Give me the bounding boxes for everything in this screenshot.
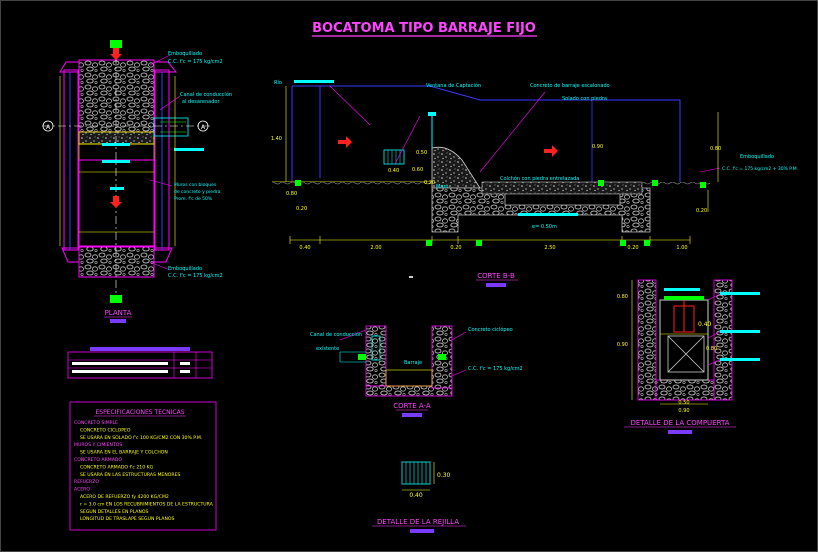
section-marker-label: A xyxy=(46,124,51,131)
bottom-dim-5: 1.00 xyxy=(676,245,687,251)
grid-icon xyxy=(401,461,431,485)
dim-020: 0.20 xyxy=(424,180,435,186)
label-concreto-aa: Concreto ciclópeo xyxy=(468,326,513,333)
label-cc: C.C. f'c = 175 kg/cm2 + 30% P.M. xyxy=(722,166,798,172)
bottom-dim-3: 2.50 xyxy=(544,245,555,251)
label-cc-top: C.C. f'c = 175 kg/cm2 xyxy=(168,59,223,65)
flow-arrow-icon xyxy=(338,136,352,148)
foundation-body xyxy=(431,187,651,233)
spec-line: CONCRETO ARMADO f'c 210 KG xyxy=(80,464,154,470)
drawing-title: BOCATOMA TIPO BARRAJE FIJO xyxy=(312,21,536,36)
corte-aa-title: CORTE A-A xyxy=(393,402,431,410)
label-emboquillado-top: Emboquillado xyxy=(168,51,202,57)
spec-line: SE USARA EN LAS ESTRUCTURAS MENORES xyxy=(80,472,180,478)
corte-bb-title: CORTE B-B xyxy=(477,272,515,280)
label-colchon: Colchón con piedra entrelazada xyxy=(500,175,579,182)
flow-arrow-icon xyxy=(110,196,122,208)
compuerta-title: DETALLE DE LA COMPUERTA xyxy=(631,419,730,427)
compuerta-view: 0.80 0.90 0.40 0.80 0.50 0.90 DETALLE DE… xyxy=(617,279,760,434)
label-cc-aa: C.C. f'c = 175 kg/cm2 xyxy=(468,366,523,372)
spec-line: CONCRETO ARMADO xyxy=(74,457,122,463)
specs-title: ESPECIFICACIONES TECNICAS xyxy=(95,409,184,416)
flow-arrow-icon xyxy=(544,145,558,157)
dim-080: 0.80 xyxy=(286,191,297,197)
spec-line: LONGITUD DE TRASLAPE SEGUN PLANOS xyxy=(80,516,175,522)
section-marker-icon xyxy=(197,120,209,132)
spec-line: CONCRETO SIMPLE xyxy=(74,420,118,426)
rejilla-box xyxy=(383,149,405,165)
spec-line: MUROS Y CIMIENTOS xyxy=(74,442,122,448)
dim-090: 0.90 xyxy=(592,144,603,150)
canal-conduccion xyxy=(153,117,189,137)
dim-030r: 0.30 xyxy=(437,472,451,479)
spec-line: SEGUN DETALLES EN PLANOS xyxy=(80,509,148,515)
label-solado: Solado con piedra xyxy=(562,96,607,102)
dim-040: 0.40 xyxy=(388,168,399,174)
section-marker-icon xyxy=(110,40,122,48)
corte-aa-view: Canal de conducción existente Concreto c… xyxy=(310,325,523,417)
label-muros-sub2: Prom. f'c de 50% xyxy=(174,196,213,202)
corte-bb-view: Río Ventana de Captación Concreto de bar… xyxy=(271,79,798,287)
bottom-dim-2: 0.20 xyxy=(450,245,461,251)
spec-line: ACERO xyxy=(74,487,90,493)
dim-140: 1.40 xyxy=(271,136,282,142)
emboquillado-upper xyxy=(78,59,155,133)
bottom-dim-0: 0.40 xyxy=(299,245,310,251)
label-emboquillado-bottom: Emboquillado xyxy=(168,266,202,272)
label-canal: Canal de conducción xyxy=(180,91,232,98)
label-muros-sub: de concreto y piedra xyxy=(174,189,221,195)
barraje-body xyxy=(431,146,481,189)
dim-090c: 0.90 xyxy=(617,342,628,348)
label-concreto-top: Concreto de barraje escalonado xyxy=(530,83,610,89)
label-e: e= 0.50m xyxy=(532,224,557,230)
dim-040r: 0.40 xyxy=(409,492,423,499)
label-canal-aa-sub: existente xyxy=(316,346,339,352)
spec-line: SE USARA EN SOLADO f'c 100 KG/CM2 CON 30… xyxy=(80,435,202,441)
planta-view: A A Emboquillado C.C. f'c = 175 kg/cm2 C… xyxy=(42,40,232,323)
dim-050c: 0.50 xyxy=(678,400,689,406)
colchon-slab xyxy=(481,181,643,195)
rejilla-view: 0.30 0.40 DETALLE DE LA REJILLA xyxy=(372,461,466,533)
dim-060: 0.60 xyxy=(412,167,423,173)
dim-080c: 0.80 xyxy=(706,346,717,352)
dim-080b: 0.80 xyxy=(710,146,721,152)
label-barraje-aa: Barraje xyxy=(404,360,422,366)
section-marker-icon xyxy=(110,295,122,303)
spec-line: CONCRETO CICLOPEO xyxy=(80,427,131,433)
label-ventana: Ventana de Captación xyxy=(426,82,481,89)
label-canal-aa: Canal de conducción xyxy=(310,331,362,338)
spec-line: SE USARA EN EL BARRAJE Y COLCHON xyxy=(80,450,168,456)
bottom-dim-4: 0.20 xyxy=(627,245,638,251)
specs-box: ESPECIFICACIONES TECNICAS CONCRETO SIMPL… xyxy=(69,401,217,531)
spec-line: ACERO DE REFUERZO fy 4200 KG/CM2 xyxy=(80,494,169,500)
bottom-dim-1: 2.00 xyxy=(370,245,381,251)
label-cc-bottom: C.C. f'c = 175 kg/cm2 xyxy=(168,273,223,279)
dim-060c: 0.90 xyxy=(678,408,689,414)
spec-line: r = 3.0 cm EN LOS RECUBRIMIENTOS DE LA E… xyxy=(80,501,214,507)
dim-040c: 0.40 xyxy=(698,321,712,328)
dim-020b: 0.20 xyxy=(296,206,307,212)
flow-arrow-icon xyxy=(110,48,122,60)
dim-080v: 0.80 xyxy=(617,294,628,300)
label-emboquillado: Emboquillado xyxy=(740,154,774,160)
section-marker-icon xyxy=(42,120,54,132)
planta-title: PLANTA xyxy=(105,309,132,317)
label-muro: Muro xyxy=(436,184,449,190)
legend-table xyxy=(67,347,213,379)
label-canal-sub: al desarenador xyxy=(182,99,220,105)
label-rio: Río xyxy=(274,79,282,86)
barraje-band xyxy=(78,131,155,145)
dim-020c: 0.20 xyxy=(696,208,707,214)
section-marker-label: A xyxy=(201,124,206,131)
label-muros: Muros con bloques xyxy=(174,182,217,188)
spec-line: REFUERZO xyxy=(74,479,99,485)
rejilla-title: DETALLE DE LA REJILLA xyxy=(377,518,459,526)
dim-050: 0.50 xyxy=(416,150,427,156)
emboquillado-lower xyxy=(78,246,155,278)
